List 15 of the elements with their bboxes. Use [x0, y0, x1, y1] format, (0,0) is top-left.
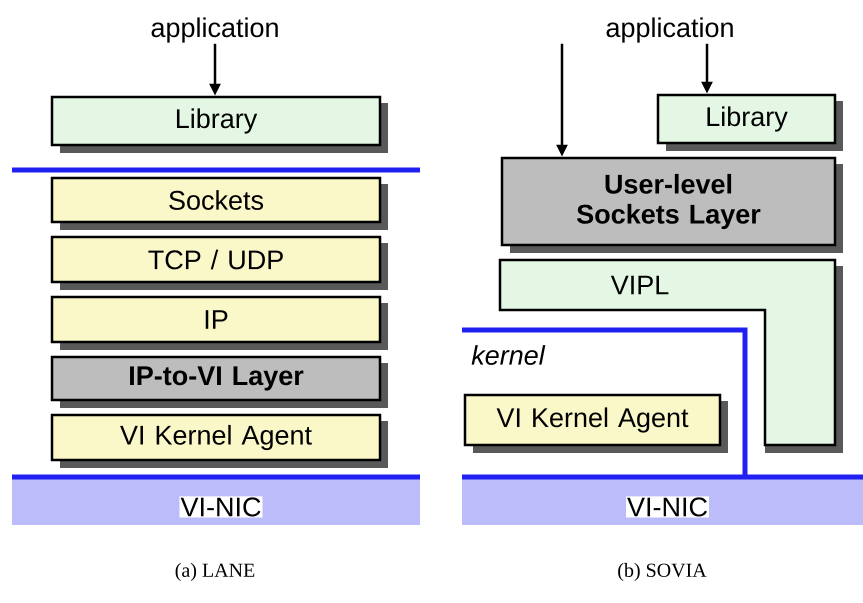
text-label: application [606, 17, 733, 43]
layer-box: Library [50, 96, 388, 153]
text-label: application [152, 17, 278, 43]
nic-band: VI-NIC [12, 474, 420, 525]
layer-box: User-level Sockets Layer [500, 156, 843, 253]
layer-box: TCP / UDP [50, 236, 388, 290]
subfigure-caption: (b) SOVIA [618, 562, 707, 582]
layer-box: VI Kernel Agent [464, 394, 728, 453]
layer-box: IP-to-VI Layer [50, 356, 388, 408]
layer-box: Library [656, 94, 843, 151]
layer-box: Sockets [50, 176, 388, 230]
layer-box: VI Kernel Agent [50, 414, 388, 468]
subfigure-caption: (a) LANE [176, 562, 254, 582]
nic-band: VI-NIC [462, 474, 863, 525]
layer-box: IP [50, 296, 388, 350]
